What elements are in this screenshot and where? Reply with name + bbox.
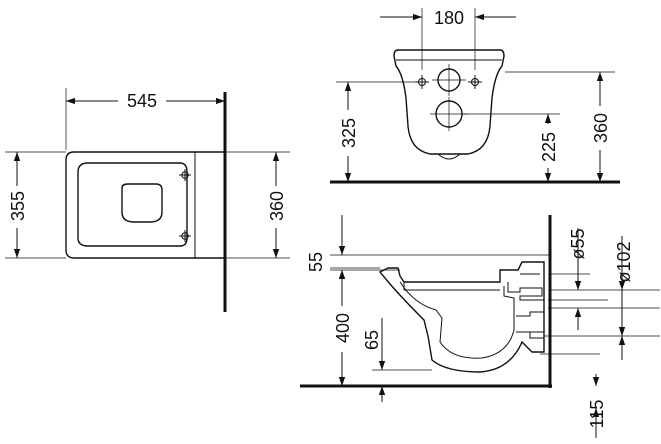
dim-115-label: 115 [587, 400, 607, 429]
dim-o55-label: ø55 [568, 228, 588, 259]
dim-225-label: 225 [539, 132, 559, 162]
dim-65-label: 65 [362, 330, 382, 350]
dim-360-label-top: 360 [267, 191, 287, 221]
dim-545-label: 545 [127, 91, 157, 111]
fixing-bolt-icon [468, 75, 482, 89]
dim-o102-label: ø102 [614, 241, 634, 282]
top-view-outline [65, 151, 226, 259]
dim-355-label: 355 [8, 191, 28, 221]
dim-180-label: 180 [434, 8, 464, 28]
hinge-icon [179, 169, 191, 181]
hinge-icon [179, 230, 191, 242]
top-view-bowl-opening [121, 183, 163, 223]
side-view-outline [378, 261, 545, 373]
dim-400-label: 400 [333, 313, 353, 343]
top-view: 545 355 360 [5, 88, 290, 312]
side-view: 55 400 65 ø55 ø102 115 [300, 215, 660, 438]
top-view-seat [77, 162, 188, 247]
dim-360-label-rear: 360 [591, 113, 611, 143]
rear-view-outline [393, 49, 505, 155]
dim-55-label: 55 [306, 252, 326, 272]
dim-325-label: 325 [339, 118, 359, 148]
side-view-bowl [399, 281, 515, 359]
inlet-icon [432, 64, 466, 96]
rear-view: 180 325 225 360 [330, 8, 620, 184]
